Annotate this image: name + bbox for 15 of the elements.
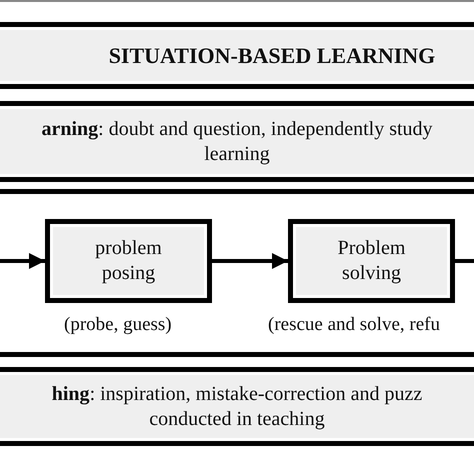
box-label: problem posing bbox=[94, 236, 163, 286]
title-band bbox=[0, 22, 474, 89]
title-text: SITUATION-BASED LEARNING bbox=[108, 42, 436, 70]
note-text: (rescue and solve, refu bbox=[268, 314, 440, 337]
arrow bbox=[0, 253, 45, 269]
box-label: Problem solving bbox=[336, 236, 406, 286]
process-box bbox=[45, 219, 212, 303]
text-band bbox=[0, 101, 474, 182]
process-box bbox=[288, 219, 455, 303]
flow-band bbox=[0, 189, 474, 357]
band-text: arning: doubt and question, independently study learning bbox=[40, 116, 434, 166]
arrow bbox=[212, 253, 288, 269]
band-text: hing: inspiration, mistake-correction and puzz conducted in teaching bbox=[50, 382, 424, 432]
note-text: (probe, guess) bbox=[64, 314, 172, 337]
text-band bbox=[0, 367, 474, 446]
